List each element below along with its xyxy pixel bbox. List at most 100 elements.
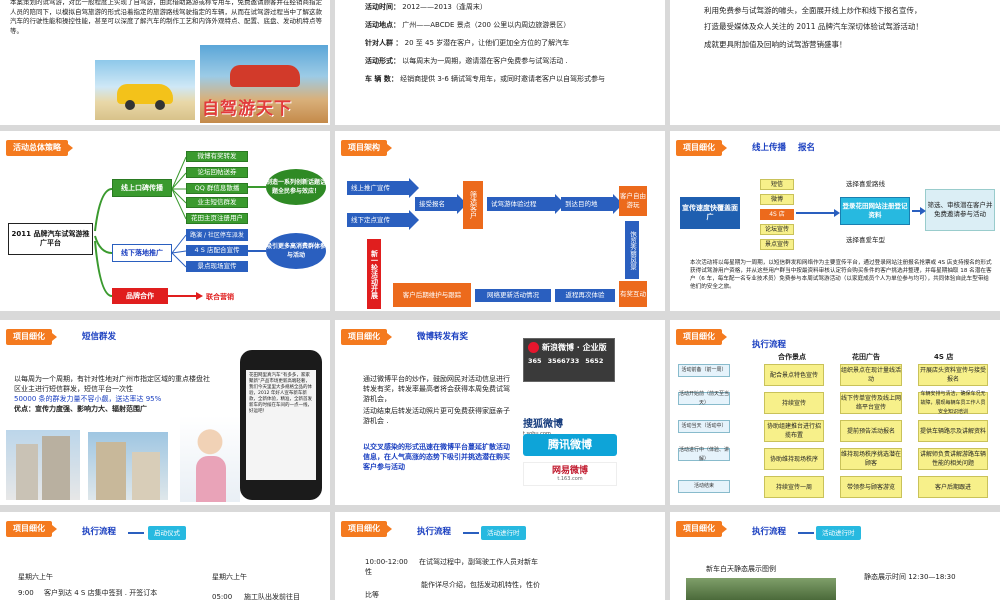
info-row: 活动时间： 2012——2013（逢周末） — [365, 3, 487, 11]
channel-item: 4S 店 — [760, 209, 794, 220]
weibo-paragraph-1: 通过微博平台的炒作，鼓励网民对活动信息进行转发有奖，转发率最高者将会获得本周免费… — [363, 375, 510, 403]
slide-weibo[interactable]: 项目细化 微博转发有奖 通过微博平台的炒作，鼓励网民对活动信息进行转发有奖，转发… — [335, 320, 665, 505]
slide-intro[interactable]: 本案策划的试驾游，对比一般程度上实现了自驾游，由此借助路游或称专用车，免费邀请顾… — [0, 0, 330, 125]
online-bubble: 制造一系列创新话题话题全民参与效应！ — [266, 169, 326, 205]
phone-mockup: 花田网里真汽车“有多多，家家聚新“产品市场更新高端轻奢，我们今天里里大多规格全品… — [240, 350, 322, 500]
tencent-name: 腾讯微博 — [548, 438, 592, 451]
offline-item: 4 S 店配合宣传 — [186, 245, 248, 256]
netease-name: 网易微博 — [551, 466, 588, 476]
slide-architecture[interactable]: 项目架构 线上推广宣传 线下定点宣传 接受报名 筛选客户 试驾游体验过程 到达目… — [335, 131, 665, 311]
dealer-cell: 客户后期跟进 — [918, 476, 988, 498]
schedule-time: 10:00-12:00 — [365, 558, 408, 566]
column-header: 花田广告 — [852, 353, 880, 361]
channel-item: 景点宣传 — [760, 239, 794, 250]
schedule-event: 能作详尽介绍，包括发动机特性，性价 — [421, 581, 540, 589]
section-tab: 项目细化 — [676, 140, 727, 156]
brand-branch: 品牌合作 — [112, 288, 168, 304]
netease-url: t.163.com — [557, 476, 583, 482]
update-arrow: 网络更新活动情况 — [475, 289, 551, 302]
schedule-event: 客户到达 4 S 店集中签到 . 开签订本 — [44, 589, 158, 597]
offline-ad-arrow: 线下定点宣传 — [347, 210, 419, 230]
online-item: 论坛回帖送券 — [186, 167, 248, 178]
sms-paragraph-1: 以每周为一个周期，有针对性地对广州市指定区域的重点楼盘社区业主进行短信群发，短信… — [14, 375, 210, 393]
sms-paragraph-2: 50000 条的群发力量不容小觑，送达率达 95% — [14, 395, 162, 403]
ad-cell: 维持现场秩序挑选潜在顾客 — [840, 448, 902, 470]
schedule-event: 比等 — [365, 591, 379, 599]
subtitle-flow: 执行流程 — [752, 340, 787, 350]
screening-box: 筛选、审核潜在客户并免费邀请参与活动 — [925, 189, 995, 231]
banner-text: 自驾游天下 — [202, 99, 292, 119]
dealer-cell: 讲解师负责讲解游路车辆性能的相关问题 — [918, 448, 988, 470]
new-round-arrow: 新一轮活动开展 — [367, 239, 381, 309]
model-choice: 选择喜爱车型 — [846, 236, 885, 244]
slide-strategy[interactable]: 活动总体策略 2011 品牌汽车试驾游推广平台 线上口碑传播 线下落地推广 品牌… — [0, 131, 330, 311]
phase-box: 活动进行中（体验、讲解） — [678, 446, 730, 462]
slide-launch[interactable]: 项目细化 执行流程 启动仪式 星期六上午 9:00 客户到达 4 S 店集中签到… — [0, 512, 330, 600]
return-arrow: 返程再次体验 — [555, 289, 615, 302]
slide-sms[interactable]: 项目细化 短信群发 以每周为一个周期，有针对性地对广州市指定区域的重点楼盘社区业… — [0, 320, 330, 505]
ad-cell: 带领参与顾客游览 — [840, 476, 902, 498]
partner-cell: 协助组建推台进行招揽布置 — [764, 420, 824, 442]
sms-advantages: 优点：宣传力度强、影响力大、辐射范围广 — [14, 405, 147, 413]
slide-exec-flow[interactable]: 项目细化 执行流程 合作景点 花田广告 4S 店 活动前备（前一周） 活动开始前… — [670, 320, 1000, 505]
sina-weibo-card: 新浪微博 · 企业版 365 3566733 5652 — [523, 338, 615, 382]
ad-cell: 线下传单宣传及线上网络平台宣传 — [840, 392, 902, 414]
subtitle-flow: 执行流程 — [752, 527, 787, 537]
subtitle-flow: 执行流程 — [417, 527, 452, 537]
slide-activity-info[interactable]: 活动时间： 2012——2013（逢周末） 活动地点： 广州——ABCDE 景点… — [335, 0, 665, 125]
schedule-day: 星期六上午 — [18, 573, 53, 581]
schedule-event: 施工队出发前往目 — [244, 593, 300, 600]
section-tab: 项目细化 — [341, 329, 392, 345]
subtitle-weibo: 微博转发有奖 — [417, 332, 469, 342]
ad-cell: 组织景点在现计量线活动 — [840, 364, 902, 386]
info-row: 活动形式： 以每周末为一周期，邀请潜在客户免费参与试驾活动 . — [365, 57, 568, 65]
offline-bubble: 吸引更多高消费群体参与活动 — [266, 233, 326, 269]
online-ad-arrow: 线上推广宣传 — [347, 178, 419, 198]
route-choice: 选择喜爱路线 — [846, 180, 885, 188]
signup-arrow: 接受报名 — [415, 194, 467, 214]
online-branch: 线上口碑传播 — [112, 179, 172, 197]
offline-item: 景点现场宣传 — [186, 261, 248, 272]
section-tab: 项目细化 — [6, 329, 57, 345]
section-tab: 项目架构 — [341, 140, 392, 156]
phase-box: 活动当天（活动中） — [678, 420, 730, 433]
section-tab: 项目细化 — [676, 329, 727, 345]
phase-box: 活动开始前（前天至当天） — [678, 390, 730, 406]
signup-description: 本次活动将以每星期为一周期，以短信群发和网络作为主要宣传平台，通过登录网站注册报… — [690, 260, 992, 290]
filter-box: 筛选客户 — [463, 181, 483, 229]
slide-display[interactable]: 项目细化 执行流程 活动进行时 新车白天静态展示图例 静态展示时间 12:30—… — [670, 512, 1000, 600]
sina-logo-icon — [528, 342, 539, 353]
building-photo — [6, 430, 80, 500]
maintain-box: 客户后期维护与跟踪 — [393, 283, 471, 307]
subtitle-sms: 短信群发 — [82, 332, 117, 342]
section-tab: 项目细化 — [341, 521, 392, 537]
partner-cell: 协助维持现场秩序 — [764, 448, 824, 470]
slide-goal[interactable]: 利用免费参与试驾游的噱头，全面展开线上炒作和线下报名宣传， 打造最受媒体及众人关… — [670, 0, 1000, 125]
slide-online-signup[interactable]: 项目细化 线上传播 报名 宣传速度快覆盖面广 短信 微博 4S 店 论坛宣传 景… — [670, 131, 1000, 311]
slide-in-progress[interactable]: 项目细化 执行流程 活动进行时 10:00-12:00 性 在试驾过程中，副驾驶… — [335, 512, 665, 600]
signup-arrows — [796, 207, 926, 217]
info-rows: 活动时间： 2012——2013（逢周末） 活动地点： 广州——ABCDE 景点… — [365, 2, 660, 92]
sina-title: 新浪微博 · 企业版 — [542, 343, 607, 352]
schedule-event: 在试驾过程中，副驾驶工作人员对新车 — [419, 558, 538, 566]
dealer-cell: 提供车辆路示及讲解资料 — [918, 420, 988, 442]
stage-arrow-icon — [798, 532, 814, 534]
process-arrow: 试驾游体验过程 — [487, 194, 565, 214]
section-tab: 活动总体策略 — [6, 140, 73, 156]
joint-marketing: 联合营销 — [206, 293, 234, 301]
schedule-time-suffix: 性 — [365, 568, 372, 576]
channel-item: 论坛宣传 — [760, 224, 794, 235]
stage-arrow-icon — [128, 532, 144, 534]
display-photo — [686, 578, 836, 600]
partner-cell: 持续宣传一周 — [764, 476, 824, 498]
stage-pill: 启动仪式 — [148, 526, 186, 540]
weibo-paragraph-2: 活动结束后转发活动照片更可免费获得家庭亲子游机会 . — [363, 407, 510, 425]
subtitle-flow: 执行流程 — [82, 527, 117, 537]
intro-paragraph: 本案策划的试驾游，对比一般程度上实现了自驾游，由此借助路游或称专用车，免费邀请顾… — [10, 0, 322, 35]
column-header: 4S 店 — [934, 353, 954, 361]
channel-item: 短信 — [760, 179, 794, 190]
goal-line-2: 打造最受媒体及众人关注的 2011 品牌汽车深切体验试驾游活动！ — [704, 22, 923, 31]
phone-screen: 花田网里真汽车“有多多，家家聚新“产品市场更新高端轻奢，我们今天里里大多规格全品… — [246, 370, 316, 480]
weibo-paragraph-3: 以交叉感染的形式迅速在微博平台蔓延扩散活动信息，在人气高涨的态势下吸引并挑选潜在… — [363, 443, 510, 471]
section-tab: 项目细化 — [6, 521, 57, 537]
